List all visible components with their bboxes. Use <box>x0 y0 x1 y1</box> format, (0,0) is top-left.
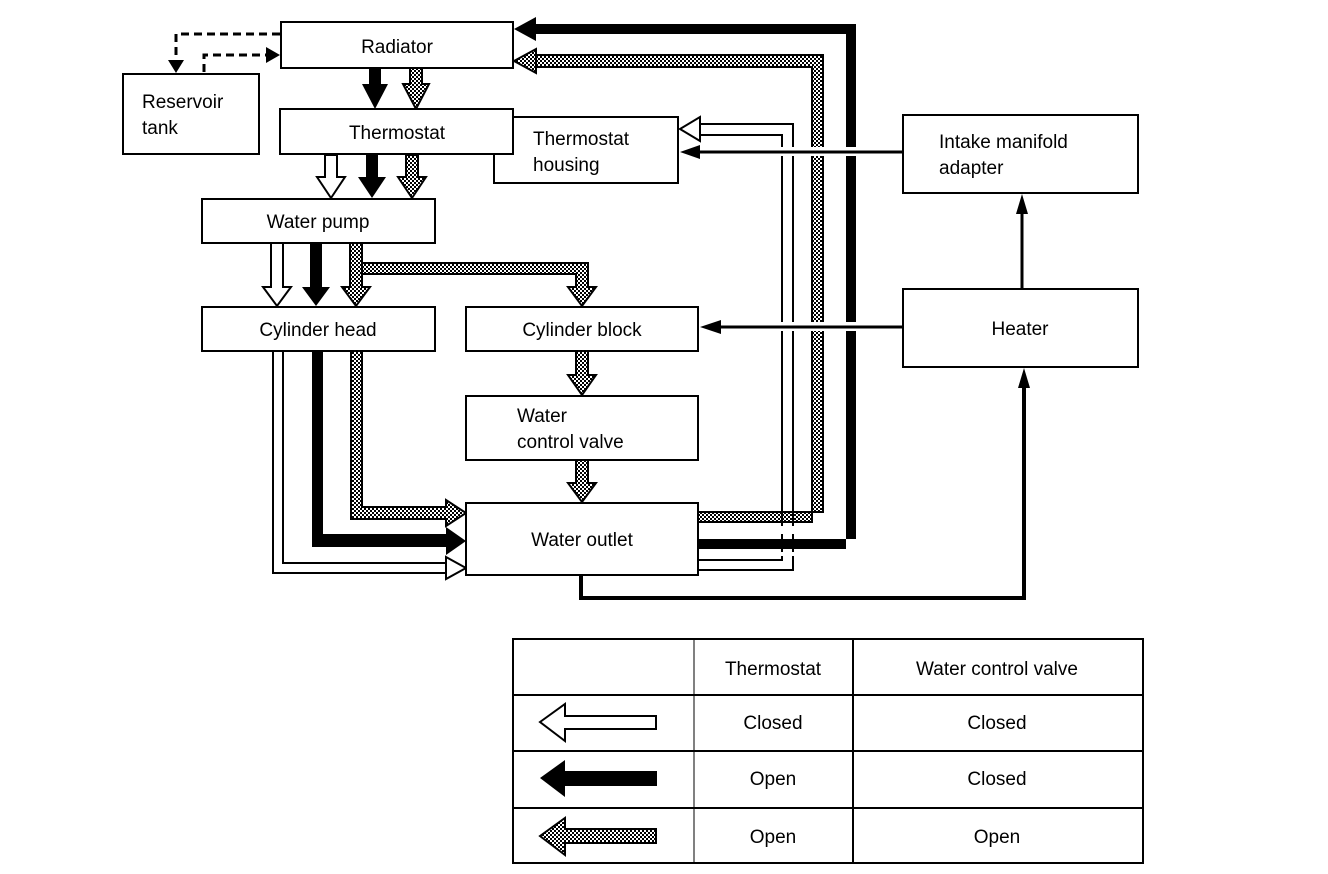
radiator-inlet-arrowhead <box>266 47 280 63</box>
intake-manifold-adapter-label-line1: Intake manifold <box>939 132 1068 153</box>
box-heater: Heater <box>902 288 1139 368</box>
intake-to-housing-arrowhead <box>680 145 700 159</box>
white-head-to-outlet-arrowhead <box>445 555 469 581</box>
legend-thermostat-state: Open <box>750 769 796 790</box>
black-arrow-icon <box>540 760 657 797</box>
heater-to-intake-flow <box>1016 194 1028 289</box>
dotted-down-arrow <box>396 154 428 200</box>
legend-row: Closed Closed <box>538 702 1027 744</box>
legend-thermostat-state: Open <box>750 827 796 848</box>
box-radiator: Radiator <box>280 21 514 69</box>
reservoir-to-radiator-dashed-line <box>202 53 268 72</box>
water-pump-label: Water pump <box>267 212 370 233</box>
dotted-down-arrow <box>340 242 372 308</box>
dotted-pump-to-block-arrow <box>361 262 598 308</box>
pump-to-head-flows <box>261 242 598 308</box>
box-cylinder-block: Cylinder block <box>465 306 699 352</box>
legend-row: Open Open <box>538 816 1020 858</box>
water-outlet-label: Water outlet <box>531 530 633 551</box>
legend-valve-state: Open <box>974 827 1020 848</box>
black-down-arrow <box>362 68 388 109</box>
box-thermostat: Thermostat <box>279 108 514 155</box>
radiator-label: Radiator <box>361 37 433 58</box>
box-water-pump: Water pump <box>201 198 436 244</box>
thermostat-housing-label-line2: housing <box>533 155 600 176</box>
white-return-arrowhead <box>678 115 701 143</box>
line-crossing-gap <box>776 552 798 556</box>
intake-manifold-adapter-label-line2: adapter <box>939 158 1004 179</box>
heater-to-intake-arrowhead <box>1016 194 1028 214</box>
white-down-arrow <box>315 154 347 200</box>
white-return-outer-line <box>698 123 794 571</box>
outlet-to-heater-flow <box>579 368 1030 600</box>
water-control-valve-label-line1: Water <box>517 406 568 427</box>
reservoir-inlet-arrowhead <box>168 60 184 73</box>
cylinder-head-label: Cylinder head <box>259 320 376 341</box>
radiator-to-thermostat-flows <box>362 67 431 112</box>
dotted-down-arrow <box>401 67 431 112</box>
white-arrow-icon <box>538 702 657 744</box>
intake-to-housing-flow <box>680 145 903 159</box>
thermostat-to-pump-flows <box>315 154 428 200</box>
black-down-arrow <box>302 243 330 306</box>
head-to-outlet-flows <box>272 350 469 581</box>
box-water-control-valve: Water control valve <box>465 395 699 461</box>
dotted-arrow-icon <box>538 816 657 858</box>
heater-to-block-flow <box>700 320 903 334</box>
legend-table: Thermostat Water control valve Closed Cl… <box>512 638 1144 864</box>
black-head-to-outlet-arrow <box>312 351 466 555</box>
black-down-arrow <box>358 155 386 198</box>
legend-valve-state: Closed <box>967 713 1026 734</box>
black-return-arrowhead <box>514 17 536 41</box>
thermostat-housing-label-line1: Thermostat <box>533 129 630 150</box>
thermostat-label: Thermostat <box>349 123 446 144</box>
black-return-to-radiator <box>514 17 856 549</box>
legend-thermostat-state: Closed <box>743 713 802 734</box>
reservoir-tank-label-line1: Reservoir <box>142 92 224 113</box>
heater-to-block-arrowhead <box>700 320 721 334</box>
box-cylinder-head: Cylinder head <box>201 306 436 352</box>
white-head-to-outlet-inner-line <box>282 351 446 564</box>
box-water-outlet: Water outlet <box>465 502 699 576</box>
heater-label: Heater <box>991 319 1049 340</box>
water-control-valve-label-line2: control valve <box>517 432 624 453</box>
box-thermostat-housing: Thermostat housing <box>493 116 679 184</box>
reservoir-flow-lines <box>168 32 280 73</box>
radiator-to-reservoir-dashed-line <box>174 32 280 62</box>
white-down-arrow <box>261 242 293 308</box>
legend-row: Open Closed <box>540 760 1027 797</box>
box-reservoir-tank: Reservoir tank <box>122 73 260 155</box>
block-to-outlet-flows <box>566 350 598 504</box>
outlet-to-heater-line <box>579 385 1026 600</box>
cylinder-block-label: Cylinder block <box>522 320 642 341</box>
white-return-inner-line <box>698 134 783 561</box>
legend-valve-state: Closed <box>967 769 1026 790</box>
dotted-head-to-outlet-arrow <box>350 350 468 528</box>
outlet-to-heater-arrowhead <box>1018 368 1030 388</box>
legend-header-row: Thermostat Water control valve <box>725 659 1078 680</box>
dotted-return-arrowhead <box>511 47 537 75</box>
line-crossing-gap <box>776 526 798 534</box>
legend-header-thermostat: Thermostat <box>725 659 822 680</box>
dotted-return-to-radiator <box>511 47 824 523</box>
dotted-block-to-valve-arrow <box>566 350 598 397</box>
box-intake-manifold-adapter: Intake manifold adapter <box>902 114 1139 194</box>
legend-header-water-control-valve: Water control valve <box>916 659 1078 680</box>
white-head-to-outlet-outer-line <box>272 351 446 574</box>
reservoir-tank-label-line2: tank <box>142 118 178 139</box>
dotted-valve-to-outlet-arrow <box>566 459 598 504</box>
white-return-to-thermostat-housing <box>678 115 794 571</box>
